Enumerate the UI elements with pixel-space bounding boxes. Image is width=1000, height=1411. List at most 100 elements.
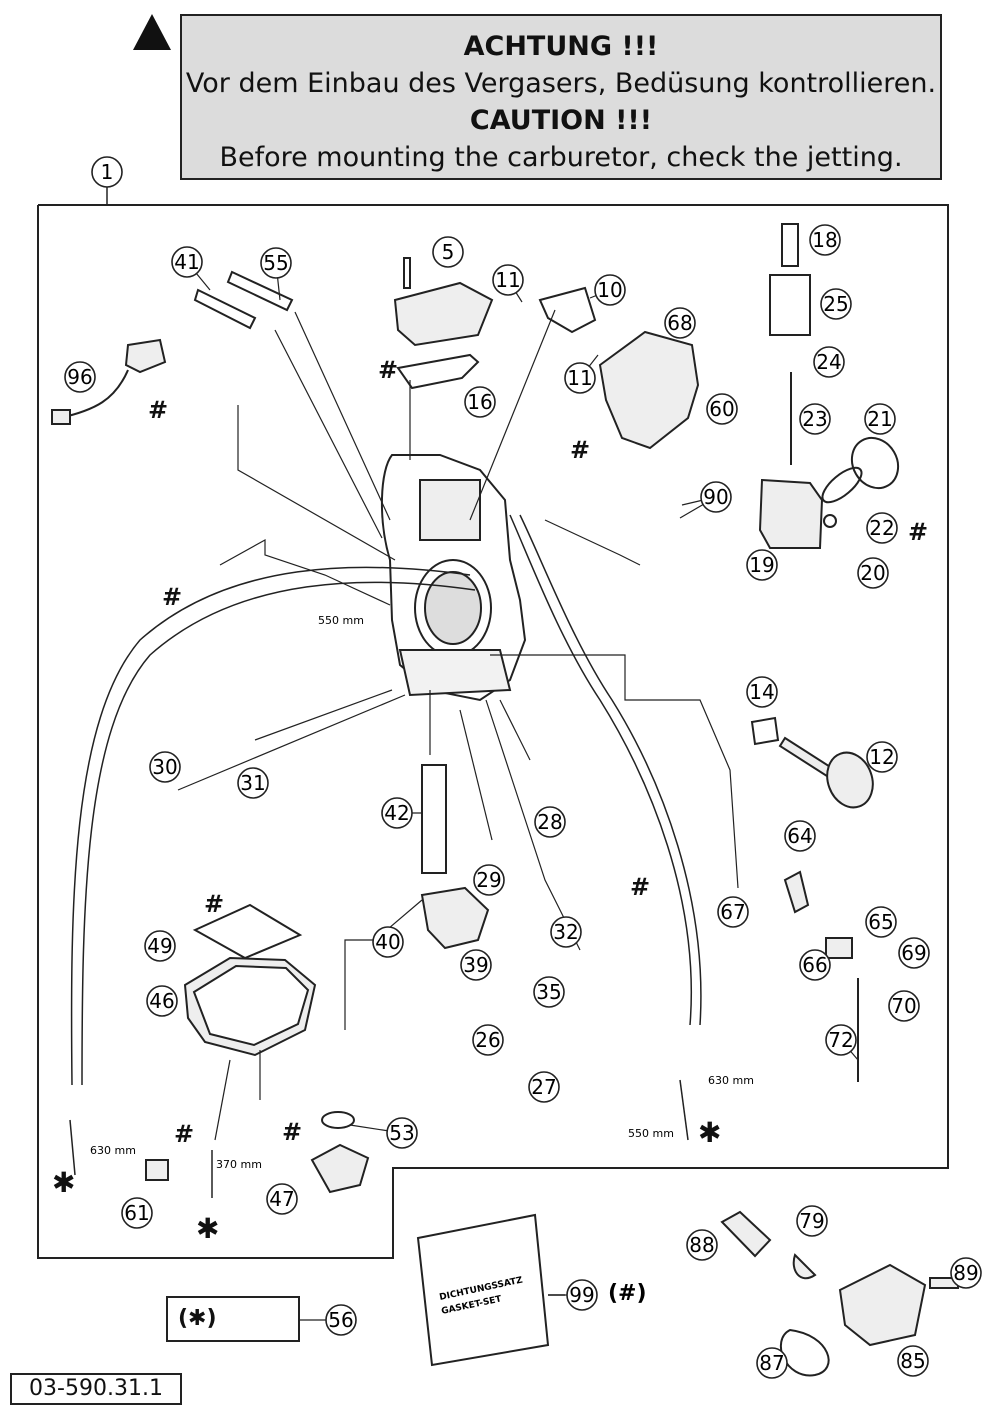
part-callout-11: 11 <box>564 362 596 394</box>
callout-number: 16 <box>467 390 492 414</box>
dimension-550mm-bottom: 550 mm <box>628 1127 674 1140</box>
part-callout-5: 5 <box>432 236 464 268</box>
part-callout-56: 56 <box>325 1304 357 1336</box>
callout-circle <box>171 246 203 278</box>
part-callout-55: 55 <box>260 247 292 279</box>
callout-circle <box>566 1279 598 1311</box>
star-marker: ✱ <box>196 1212 219 1245</box>
part-callout-89: 89 <box>950 1257 982 1289</box>
callout-number: 30 <box>152 755 177 779</box>
callout-circle <box>473 864 505 896</box>
part-callout-79: 79 <box>796 1205 828 1237</box>
part-callout-70: 70 <box>888 990 920 1022</box>
callout-number: 99 <box>569 1283 594 1307</box>
callout-circle <box>686 1229 718 1261</box>
part-callout-30: 30 <box>149 751 181 783</box>
callout-circle <box>149 751 181 783</box>
gasket-set-bag <box>416 1213 550 1367</box>
hash-marker: # <box>378 356 398 384</box>
callout-circle <box>564 362 596 394</box>
part-callout-72: 72 <box>825 1024 857 1056</box>
top-cover <box>393 257 494 390</box>
callout-circle <box>717 896 749 928</box>
hash-marker: # <box>908 518 928 546</box>
hash-marker: # <box>204 890 224 918</box>
part-callout-88: 88 <box>686 1229 718 1261</box>
callout-circle <box>534 806 566 838</box>
callout-number: 60 <box>709 397 734 421</box>
star-box-symbol: (✱) <box>178 1306 217 1331</box>
part-callout-16: 16 <box>464 386 496 418</box>
star-parts-box: (✱) <box>166 1296 300 1342</box>
callout-number: 66 <box>802 953 827 977</box>
drain-plug <box>145 1159 169 1181</box>
hot-start-plunger <box>193 270 294 330</box>
callout-circle <box>866 741 898 773</box>
callout-number: 21 <box>867 407 892 431</box>
callout-circle <box>266 1183 298 1215</box>
callout-number: 23 <box>802 407 827 431</box>
callout-number: 5 <box>442 240 455 264</box>
callout-number: 41 <box>174 250 199 274</box>
part-callout-60: 60 <box>706 393 738 425</box>
part-callout-26: 26 <box>472 1024 504 1056</box>
callout-number: 67 <box>720 900 745 924</box>
callout-number: 70 <box>891 994 916 1018</box>
star-markers: ✱ ✱ ✱ <box>52 1116 721 1245</box>
callout-number: 69 <box>901 941 926 965</box>
hash-marker: # <box>570 436 590 464</box>
part-callout-27: 27 <box>528 1071 560 1103</box>
part-callout-31: 31 <box>237 767 269 799</box>
callout-circle <box>533 976 565 1008</box>
cables <box>69 514 702 1198</box>
callout-number: 10 <box>597 278 622 302</box>
callout-number: 31 <box>240 771 265 795</box>
callout-circle <box>799 403 831 435</box>
callout-number: 61 <box>124 1201 149 1225</box>
part-callout-61: 61 <box>121 1197 153 1229</box>
hash-markers: # # # # # # # # # <box>148 356 928 1148</box>
callout-number: 26 <box>475 1028 500 1052</box>
callout-number: 11 <box>567 366 592 390</box>
callout-circle <box>492 264 524 296</box>
star-marker: ✱ <box>52 1166 75 1199</box>
part-callout-53: 53 <box>386 1117 418 1149</box>
callout-circle <box>756 1347 788 1379</box>
caution-title-de: ACHTUNG !!! <box>463 31 659 62</box>
callout-number: 24 <box>816 350 841 374</box>
callout-circle <box>381 797 413 829</box>
needle-jet-assembly <box>421 764 447 874</box>
part-callout-29: 29 <box>473 864 505 896</box>
intake-parts <box>720 1210 959 1377</box>
float-bowl <box>183 903 317 1057</box>
callout-circle <box>472 1024 504 1056</box>
callout-circle <box>706 393 738 425</box>
dimension-630mm-left: 630 mm <box>90 1144 136 1157</box>
callout-circle <box>950 1257 982 1289</box>
throttle-shaft <box>750 716 874 809</box>
part-callout-65: 65 <box>865 906 897 938</box>
part-callout-24: 24 <box>813 346 845 378</box>
part-callout-69: 69 <box>898 937 930 969</box>
throttle-cover <box>538 286 700 450</box>
callout-number: 19 <box>749 553 774 577</box>
part-callout-10: 10 <box>594 274 626 306</box>
part-callout-66: 66 <box>799 949 831 981</box>
reference-lines <box>177 309 739 1141</box>
part-callout-39: 39 <box>460 949 492 981</box>
part-callout-28: 28 <box>534 806 566 838</box>
part-callout-12: 12 <box>866 741 898 773</box>
callout-circle <box>746 676 778 708</box>
callout-number: 79 <box>799 1209 824 1233</box>
callout-circle <box>528 1071 560 1103</box>
callout-number: 29 <box>476 868 501 892</box>
part-callout-20: 20 <box>857 557 889 589</box>
caution-text-de: Vor dem Einbau des Vergasers, Bedüsung k… <box>185 68 937 99</box>
callout-number: 14 <box>749 680 774 704</box>
callout-circle <box>700 481 732 513</box>
part-callout-32: 32 <box>550 916 582 948</box>
callout-circle <box>594 274 626 306</box>
callout-number: 12 <box>869 745 894 769</box>
callout-circle <box>897 1345 929 1377</box>
